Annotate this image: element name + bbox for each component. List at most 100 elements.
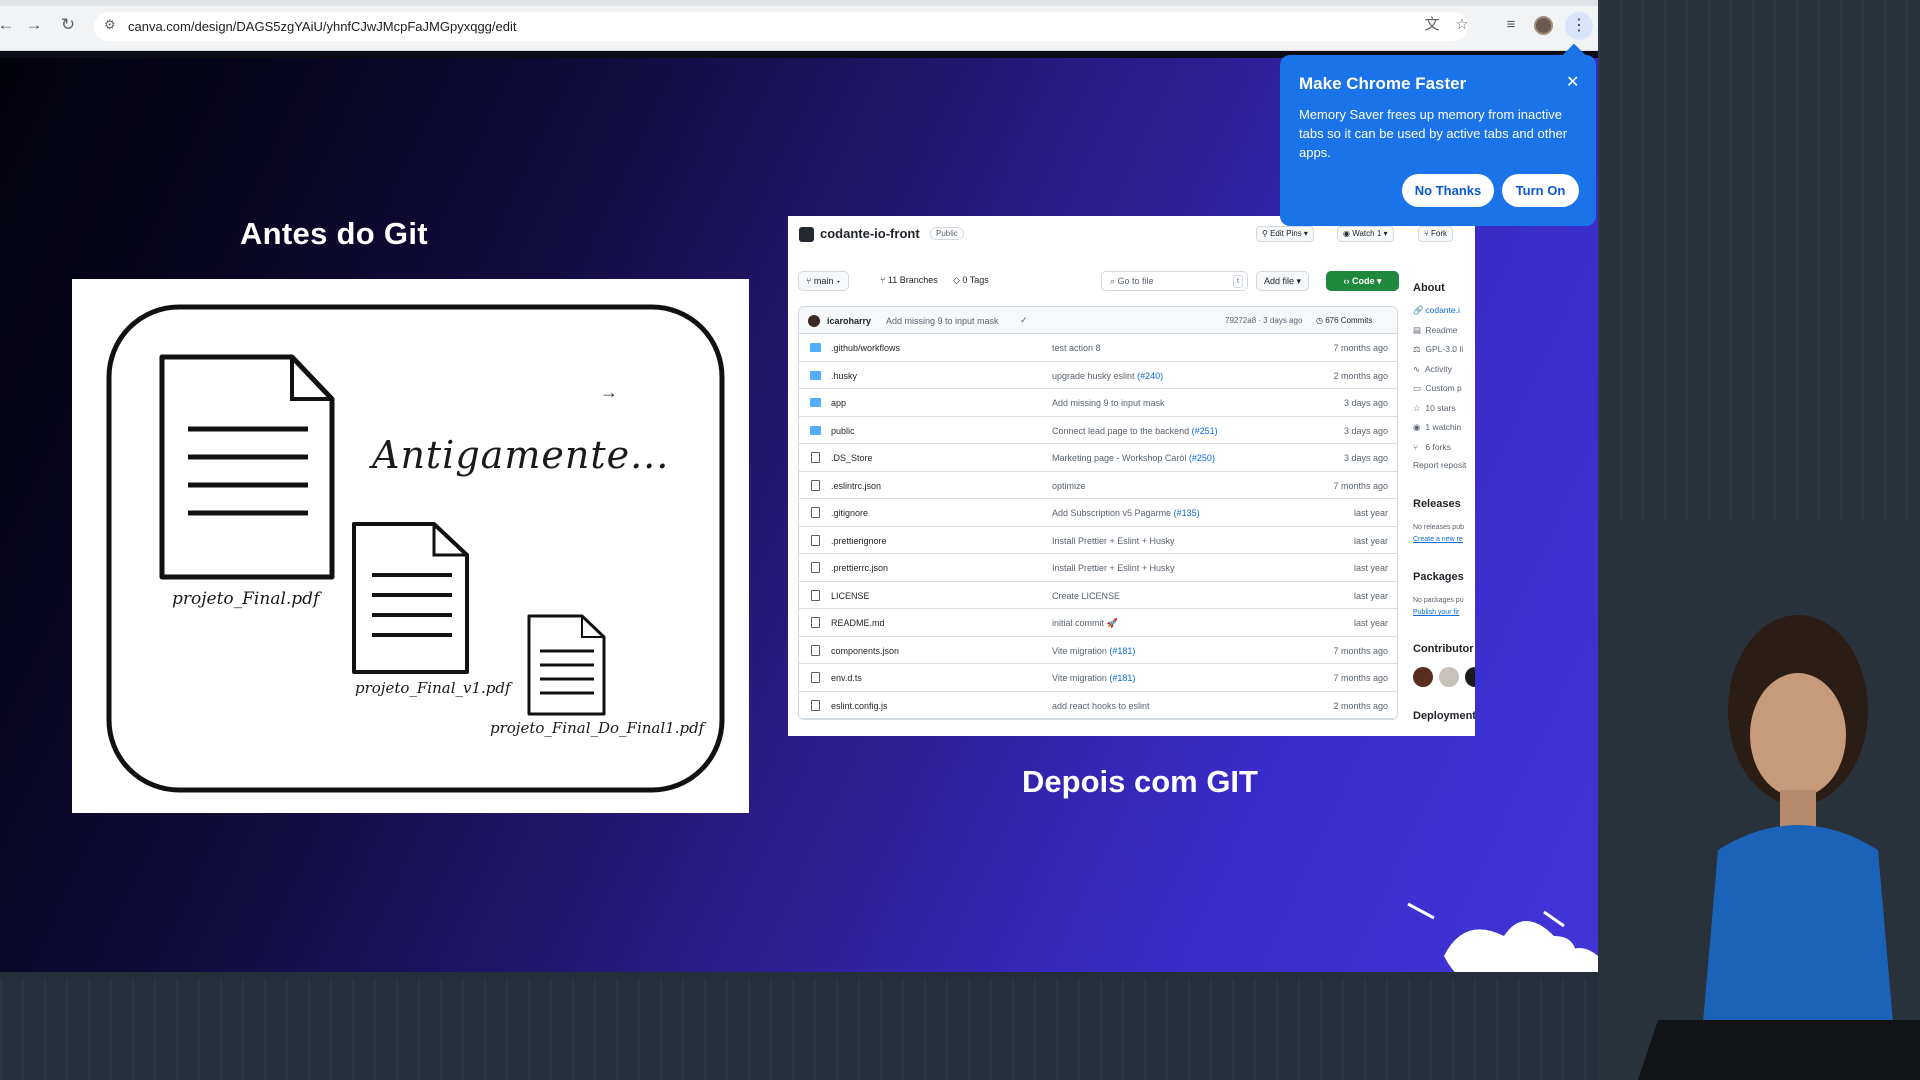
file-name: LICENSE <box>831 590 870 601</box>
reading-list-icon[interactable]: ≡ <box>1506 16 1516 33</box>
file-icon <box>811 672 820 683</box>
browser-window: ← → ↻ ⚙ canva.com/design/DAGS5zgYAiU/yhn… <box>0 0 1598 972</box>
check-icon: ✓ <box>1020 315 1028 325</box>
search-icon: ⌕ <box>1110 276 1118 286</box>
edit-pins-label: Edit Pins <box>1270 229 1302 238</box>
webcam-feed <box>1598 0 1920 1080</box>
slide-title-right: Depois com GIT <box>1022 764 1258 799</box>
github-repo-screenshot: codante-io-front Public ⚲ Edit Pins ▾ ◉ … <box>788 216 1475 736</box>
turn-on-button[interactable]: Turn On <box>1502 174 1579 207</box>
branch-icon: ⑂ <box>806 276 814 286</box>
file-icon <box>811 452 820 463</box>
pr-link: (#181) <box>1109 673 1136 683</box>
deployments-heading: Deployment <box>1413 710 1475 722</box>
cloud-doodle <box>1407 902 1598 972</box>
commit-count: ◷ 676 Commits <box>1316 316 1372 325</box>
back-icon[interactable]: ← <box>0 15 15 34</box>
file-commit-message: Vite migration (#181) <box>1052 646 1135 656</box>
file-commit-text: Add Subscription v5 Pagarme <box>1052 508 1172 518</box>
edit-pins-button: ⚲ Edit Pins ▾ <box>1256 226 1314 242</box>
file-commit-message: Install Prettier + Eslint + Husky <box>1052 536 1175 546</box>
repo-avatar <box>799 227 814 242</box>
pr-link: (#240) <box>1137 370 1164 381</box>
packages-heading: Packages <box>1413 571 1464 583</box>
file-date: 3 days ago <box>1343 453 1388 463</box>
license-text: GPL-3.0 li <box>1425 344 1464 354</box>
file-icon <box>811 617 820 628</box>
add-file-button: Add file ▾ <box>1256 271 1310 291</box>
file-icon <box>811 644 820 656</box>
bookmark-star-icon[interactable]: ☆ <box>1455 16 1469 33</box>
popup-body: Memory Saver frees up memory from inacti… <box>1299 107 1568 160</box>
publish-package-link: Publish your fir <box>1413 609 1460 616</box>
custom-properties-item: ▭ Custom p <box>1413 383 1462 394</box>
file-commit-message: add react hooks to eslint <box>1052 701 1150 711</box>
profile-avatar[interactable] <box>1534 16 1553 35</box>
forks-item: ⑂ 6 forks <box>1413 442 1451 452</box>
reload-icon[interactable]: ↻ <box>60 15 76 34</box>
tags-link: ◇ 0 Tags <box>953 275 989 286</box>
file-name: .gitignore <box>831 508 869 518</box>
file-name: components.json <box>831 645 900 656</box>
chrome-menu-icon[interactable]: ⋮ <box>1565 12 1593 40</box>
site-settings-icon[interactable]: ⚙ <box>104 17 116 32</box>
pin-icon: ⚲ <box>1262 229 1271 238</box>
arrow-right-icon: → <box>600 382 618 402</box>
file-commit-message: Vite migration (#181) <box>1052 673 1135 683</box>
file-name: .DS_Store <box>831 453 873 463</box>
watch-count: 1 <box>1376 229 1382 238</box>
address-bar[interactable]: ⚙ canva.com/design/DAGS5zgYAiU/yhnfCJwJM… <box>94 12 1468 41</box>
law-icon: ⚖ <box>1413 344 1421 354</box>
folder-icon <box>810 343 821 352</box>
file-commit-message: initial commit 🚀 <box>1052 618 1118 629</box>
watching-item: ◉ 1 watchin <box>1413 422 1461 433</box>
file-date: 3 days ago <box>1343 425 1388 436</box>
file-commit-text: upgrade husky eslint <box>1052 370 1135 381</box>
link-icon: 🔗 <box>1413 305 1424 315</box>
latest-commit-row: icaroharry Add missing 9 to input mask ✓… <box>799 307 1397 334</box>
close-icon[interactable]: ✕ <box>1566 74 1580 91</box>
file-date: last year <box>1353 618 1388 628</box>
file-name: .husky <box>831 370 858 381</box>
shortcut-key: t <box>1233 275 1243 288</box>
pr-link: (#250) <box>1188 453 1215 463</box>
watch-label: Watch <box>1352 229 1375 238</box>
file-icon <box>811 507 820 518</box>
folder-icon <box>810 370 821 380</box>
forward-icon[interactable]: → <box>25 15 43 34</box>
book-icon: ▤ <box>1413 325 1422 335</box>
file-commit-text: Vite migration <box>1052 645 1107 656</box>
repo-header: codante-io-front Public ⚲ Edit Pins ▾ ◉ … <box>788 216 1475 252</box>
readme-item: ▤ Readme <box>1413 325 1458 336</box>
no-thanks-button[interactable]: No Thanks <box>1402 174 1494 207</box>
translate-icon[interactable]: 文 <box>1424 16 1440 33</box>
file-name: eslint.config.js <box>831 700 888 711</box>
stars-text: 10 stars <box>1425 403 1456 413</box>
memory-saver-popup: Make Chrome Faster ✕ Memory Saver frees … <box>1280 55 1596 226</box>
file-date: 7 months ago <box>1333 343 1388 353</box>
go-to-file-placeholder: Go to file <box>1117 276 1154 286</box>
commit-sha-time: 79272a8 · 3 days ago <box>1225 316 1303 325</box>
forks-text: 6 forks <box>1425 442 1451 452</box>
file-label-1: projeto_Final.pdf <box>172 589 320 609</box>
branch-selector: ⑂ main ▾ <box>798 271 850 291</box>
file-commit-text: Add missing 9 to input mask <box>1052 398 1165 408</box>
pulse-icon: ∿ <box>1413 364 1421 374</box>
sketch-drawing <box>106 304 725 793</box>
file-date: last year <box>1353 535 1388 546</box>
history-icon: ◷ <box>1316 316 1326 325</box>
file-icon <box>811 562 820 573</box>
repo-toolbar: ⑂ main ▾ ⑂ 11 Branches ◇ 0 Tags ⌕ Go to … <box>788 271 1475 295</box>
webcam-background-wall <box>0 972 1598 1080</box>
visibility-badge: Public <box>930 227 964 240</box>
report-link: Report reposit <box>1413 460 1467 470</box>
website-link: 🔗 codante.i <box>1413 305 1460 316</box>
releases-heading: Releases <box>1413 498 1461 510</box>
fork-label: Fork <box>1431 229 1448 238</box>
fork-button: ⑂ Fork <box>1418 226 1454 242</box>
pr-link: (#135) <box>1173 508 1200 518</box>
wall-pattern-top <box>1598 0 1920 520</box>
